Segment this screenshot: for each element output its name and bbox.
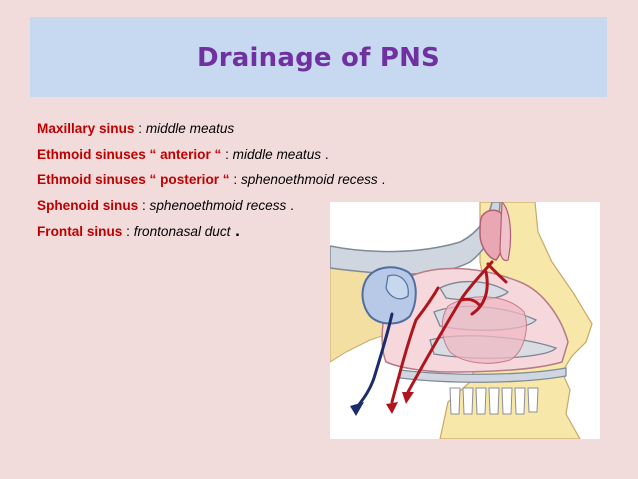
list-item-frontal: Frontal sinus : frontonasal duct . [37,218,457,245]
nasal-cartilage [499,200,512,262]
separator: : [221,146,233,162]
sagittal-head-diagram [329,200,593,440]
drainage-site: sphenoethmoid recess [240,172,378,187]
title-bar: Drainage of PNS [30,17,607,97]
navy-arrowhead [350,402,364,416]
sinus-name: Sphenoid sinus [37,197,139,213]
trailing-mark: . [377,172,386,187]
sinus-name: Ethmoid sinuses “ anterior “ [37,146,222,162]
nasal-cavity-illustration [329,200,600,440]
skull-bone [329,201,501,275]
drainage-site: middle meatus [145,121,235,136]
list-item-maxillary: Maxillary sinus : middle meatus [37,116,457,142]
drainage-list: Maxillary sinus : middle meatus Ethmoid … [37,116,457,245]
red-arrowhead [402,392,414,404]
drainage-arrows-red [390,260,508,404]
trailing-mark: . [230,221,240,240]
separator: : [134,121,146,136]
drainage-arrow-navy [356,312,394,408]
sphenoid-sinus-inner [385,274,409,300]
list-item-ethmoid-posterior: Ethmoid sinuses “ posterior “ : sphenoet… [37,167,457,193]
trailing-mark: . [286,197,294,213]
separator: : [122,224,134,239]
hard-palate [399,367,567,383]
sinus-name: Ethmoid sinuses “ posterior “ [37,172,230,187]
list-item-sphenoid: Sphenoid sinus : sphenoethmoid recess . [37,193,457,219]
separator: : [138,197,150,213]
drainage-site: frontonasal duct [133,224,231,239]
red-arrowhead [386,402,398,414]
list-item-ethmoid-anterior: Ethmoid sinuses “ anterior “ : middle me… [37,142,457,168]
frontal-sinus [479,209,507,261]
drainage-site: sphenoethmoid recess [149,197,287,213]
slide-title: Drainage of PNS [197,43,440,73]
separator: : [229,172,241,187]
sinus-name: Frontal sinus [37,224,123,239]
upper-teeth [449,387,539,415]
sinus-name: Maxillary sinus [37,121,135,136]
maxillary-sinus [441,296,527,364]
trailing-mark: . [321,146,329,162]
drainage-site: middle meatus [232,146,322,162]
